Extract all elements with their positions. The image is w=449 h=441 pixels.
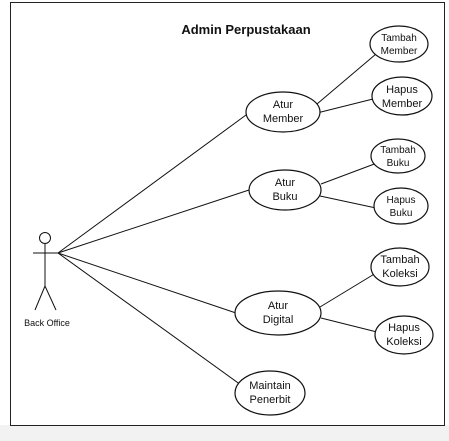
usecase-atur-member: Atur Member	[245, 91, 321, 133]
usecase-maintain-penerbit: Maintain Penerbit	[234, 370, 306, 416]
usecase-ellipse	[245, 91, 321, 133]
usecase-ellipse	[373, 187, 429, 225]
usecase-links	[316, 53, 378, 333]
usecase-label-line2: Member	[381, 46, 418, 57]
usecase-ellipse	[374, 315, 434, 355]
usecase-label-line2: Digital	[263, 314, 294, 326]
usecase-label-line1: Hapus	[386, 84, 418, 96]
usecase-label-line2: Buku	[390, 208, 413, 219]
usecase-label-line1: Hapus	[387, 195, 416, 206]
usecase-ellipse	[369, 25, 429, 63]
link-atur-member-tambah-member	[316, 53, 377, 105]
usecase-label-line1: Maintain	[249, 380, 291, 392]
usecase-tambah-koleksi: Tambah Koleksi	[370, 247, 430, 287]
usecase-tambah-member: Tambah Member	[369, 25, 429, 63]
diagram-frame	[10, 2, 445, 426]
actor-associations	[57, 114, 250, 386]
actor-back-office: Back Office	[24, 232, 70, 328]
usecase-atur-buku: Atur Buku	[248, 169, 322, 211]
usecase-label-line2: Buku	[387, 158, 410, 169]
actor-head	[39, 232, 51, 244]
usecase-ellipse	[371, 76, 433, 116]
link-atur-buku-tambah-buku	[320, 162, 378, 185]
actor-right-leg	[44, 285, 57, 311]
usecase-label-line1: Tambah	[380, 254, 419, 266]
usecase-hapus-koleksi: Hapus Koleksi	[374, 315, 434, 355]
usecase-hapus-buku: Hapus Buku	[373, 187, 429, 225]
actor-label: Back Office	[24, 318, 70, 328]
usecase-label-line2: Penerbit	[250, 394, 291, 406]
usecase-ellipse	[370, 138, 426, 174]
usecase-label-line1: Tambah	[381, 33, 417, 44]
usecase-tambah-buku: Tambah Buku	[370, 138, 426, 174]
usecase-label-line1: Hapus	[388, 322, 420, 334]
association-atur-buku	[57, 189, 250, 254]
usecase-label-line2: Koleksi	[382, 268, 417, 280]
association-maintain-penerbit	[57, 252, 242, 386]
usecase-label-line2: Koleksi	[386, 336, 421, 348]
actor-left-leg	[34, 285, 46, 311]
usecase-label-line2: Buku	[272, 191, 297, 203]
diagram-title: Admin Perpustakaan	[181, 22, 310, 37]
usecase-label-line1: Atur	[275, 177, 296, 189]
association-atur-digital	[57, 252, 237, 314]
usecase-label-line1: Atur	[273, 99, 294, 111]
usecase-ellipse	[234, 370, 306, 416]
association-atur-member	[57, 114, 247, 254]
usecase-ellipse	[248, 169, 322, 211]
usecase-ellipse	[234, 290, 322, 336]
usecase-label-line2: Member	[263, 113, 304, 125]
usecase-label-line2: Member	[382, 98, 423, 110]
usecase-hapus-member: Hapus Member	[371, 76, 433, 116]
link-atur-digital-tambah-koleksi	[319, 272, 377, 308]
link-atur-buku-hapus-buku	[319, 195, 377, 209]
bottom-band	[0, 425, 449, 441]
usecase-ellipse	[370, 247, 430, 287]
usecase-label-line1: Tambah	[380, 145, 416, 156]
usecase-label-line1: Atur	[268, 300, 289, 312]
usecase-atur-digital: Atur Digital	[234, 290, 322, 336]
link-atur-digital-hapus-koleksi	[320, 317, 378, 333]
link-atur-member-hapus-member	[316, 98, 374, 114]
